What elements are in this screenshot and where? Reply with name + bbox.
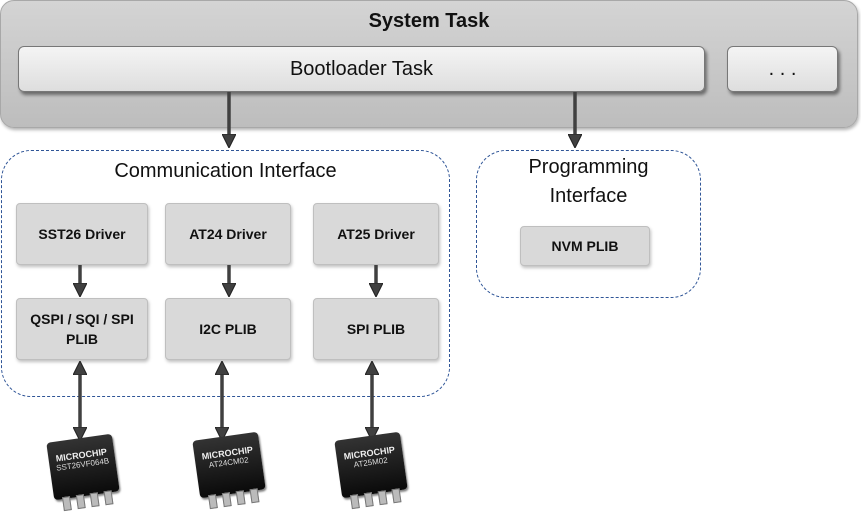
nvm-plib-block: NVM PLIB: [520, 226, 650, 266]
other-tasks-box: . . .: [727, 46, 838, 92]
bootloader-task-box: Bootloader Task: [18, 46, 705, 92]
communication-interface-title: Communication Interface: [114, 160, 337, 182]
programming-interface-container: [476, 150, 701, 298]
at24-driver-block: AT24 Driver: [165, 203, 291, 265]
programming-interface-title: Programming Interface: [528, 156, 649, 207]
at24-chip-image: MICROCHIP AT24CM02: [192, 431, 266, 510]
spi-plib-block: SPI PLIB: [313, 298, 439, 360]
at25-chip-image: MICROCHIP AT25M02: [334, 431, 408, 510]
at25-driver-block: AT25 Driver: [313, 203, 439, 265]
i2c-plib-block: I2C PLIB: [165, 298, 291, 360]
system-task-title: System Task: [368, 10, 490, 32]
sst26-driver-block: SST26 Driver: [16, 203, 148, 265]
sst26-chip-image: MICROCHIP SST26VF064B: [46, 433, 120, 512]
qspi-plib-block: QSPI / SQI / SPI PLIB: [16, 298, 148, 360]
